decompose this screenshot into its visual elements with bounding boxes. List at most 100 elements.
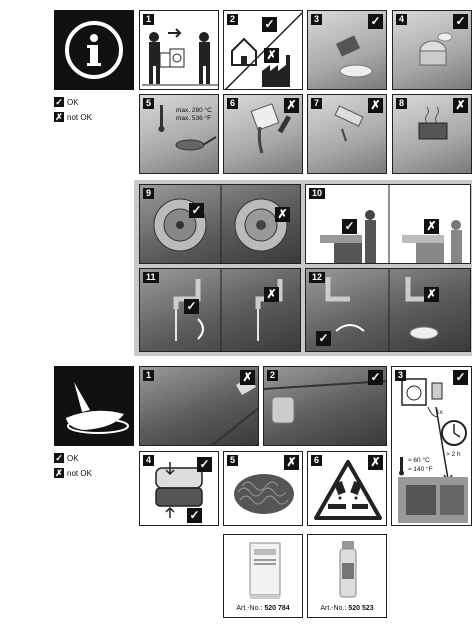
step-number: 8 (396, 98, 408, 109)
care-panel-6: 6 ✗ (307, 451, 387, 526)
instruction-panel-1: 1 (139, 10, 219, 90)
spray-bottle-illustration (339, 541, 357, 598)
product-article-number: Art.-No.: 520 523 (308, 605, 386, 612)
ok-mark: ✓ (316, 331, 331, 346)
ok-mark: ✓ (368, 370, 383, 385)
bowl-in-sink-photo (419, 32, 453, 66)
instruction-panel-7: 7 ✗ (307, 94, 387, 174)
instruction-panel-8: 8 ✗ (392, 94, 472, 174)
article-label: Art.-No.: (236, 605, 263, 612)
cloth-wiping-photo (264, 380, 386, 424)
step-number: 4 (396, 14, 408, 25)
instruction-panel-4: 4 ✓ (392, 10, 472, 90)
not-ok-mark: ✗ (368, 455, 383, 470)
water-temp-fahrenheit: ≈ 140 °F (408, 466, 433, 473)
instruction-panel-12: 12 ✓ ✗ (305, 268, 471, 352)
care-panel-3: 3 ✓ 1x > 2 h ≈ 60 °C ≈ 140 °F (391, 366, 472, 526)
cross-icon: ✗ (54, 468, 64, 478)
not-ok-mark: ✗ (264, 287, 279, 302)
legend-not-ok: ✗ not OK (54, 112, 92, 122)
sponge-illustration (155, 462, 203, 518)
ok-mark: ✓ (342, 219, 357, 234)
soak-time: > 2 h (446, 451, 461, 458)
not-ok-mark: ✗ (368, 98, 383, 113)
step-number: 5 (227, 455, 239, 466)
sink-cleaning-photo (335, 35, 373, 78)
legend-not-ok-label: not OK (67, 112, 92, 122)
max-temp-fahrenheit: max. 536 °F (176, 115, 212, 122)
instruction-panel-6: 6 ✗ (223, 94, 303, 174)
tube-chemical-photo (334, 105, 364, 142)
faucet-water-photo (173, 269, 283, 351)
legend-ok-label: OK (67, 97, 79, 107)
cleaner-box-illustration (249, 542, 281, 599)
care-panel-5: 5 ✗ (223, 451, 303, 526)
cross-icon: ✗ (54, 112, 64, 122)
check-icon: ✓ (54, 97, 64, 107)
pouring-paint-photo (250, 103, 292, 154)
step-number: 2 (227, 14, 239, 25)
care-panel-1: 1 ✗ (139, 366, 259, 446)
legend-not-ok: ✗ not OK (54, 468, 92, 478)
legend-ok: ✓ OK (54, 97, 79, 107)
instruction-panel-3: 3 ✓ (307, 10, 387, 90)
wiping-hand-icon (66, 382, 129, 434)
not-ok-mark: ✗ (284, 98, 299, 113)
step-number: 4 (143, 455, 155, 466)
corrosive-warning-icon (314, 460, 382, 520)
ok-mark: ✓ (368, 14, 383, 29)
step-number: 11 (143, 272, 159, 283)
step-number: 3 (311, 14, 323, 25)
ok-mark: ✓ (197, 457, 212, 472)
water-temp-celsius: ≈ 60 °C (408, 457, 430, 464)
steel-wool-illustration (234, 474, 294, 514)
ok-mark: ✓ (262, 17, 277, 32)
person-at-sink-illustration (320, 185, 462, 263)
step-number: 7 (311, 98, 323, 109)
instruction-panel-9: 9 ✓ ✗ (139, 184, 301, 264)
step-number: 10 (309, 188, 326, 199)
step-number: 5 (143, 98, 155, 109)
care-panel-4: 4 ✓ ✓ (139, 451, 219, 526)
legend-not-ok-label: not OK (67, 468, 92, 478)
step-number: 1 (143, 370, 155, 381)
legend-ok-label: OK (67, 453, 79, 463)
handover-illustration (142, 28, 218, 86)
max-temp-celsius: max. 280 °C (176, 107, 212, 114)
not-ok-mark: ✗ (240, 370, 255, 385)
step-number: 6 (311, 455, 323, 466)
step-number: 9 (143, 188, 155, 199)
ok-mark: ✓ (453, 14, 468, 29)
not-ok-mark: ✗ (284, 455, 299, 470)
check-icon: ✓ (54, 453, 64, 463)
not-ok-mark: ✗ (275, 207, 290, 222)
product-article-number: Art.-No.: 520 784 (224, 605, 302, 612)
soaking-procedure-illustration (398, 378, 468, 523)
step-number: 12 (309, 272, 326, 283)
article-label: Art.-No.: (320, 605, 347, 612)
info-icon-block (54, 10, 134, 90)
repeat-count: 1x (436, 409, 443, 416)
care-panel-2: 2 ✓ (263, 366, 387, 446)
info-icon (65, 21, 123, 79)
ok-mark: ✓ (187, 508, 202, 523)
sink-bowl-photo (325, 269, 439, 351)
step-number: 3 (395, 370, 407, 381)
article-number: 520 784 (264, 605, 290, 612)
steaming-pot-photo (418, 106, 448, 140)
article-number: 520 523 (348, 605, 374, 612)
instruction-panel-2: 2 ✓ ✗ (223, 10, 303, 90)
instruction-panel-11: 11 ✓ ✗ (139, 268, 301, 352)
step-number: 6 (227, 98, 239, 109)
hot-pan-photo (158, 105, 217, 151)
legend-ok: ✓ OK (54, 453, 79, 463)
ok-mark: ✓ (453, 370, 468, 385)
not-ok-mark: ✗ (424, 219, 439, 234)
cleaning-hand-icon-block (54, 366, 134, 446)
instruction-panel-5: 5 max. 280 °C max. 536 °F (139, 94, 219, 174)
instruction-panel-10: 10 ✓ ✗ (305, 184, 471, 264)
step-number: 1 (143, 14, 155, 25)
ok-mark: ✓ (189, 203, 204, 218)
not-ok-mark: ✗ (424, 287, 439, 302)
ok-mark: ✓ (184, 299, 199, 314)
